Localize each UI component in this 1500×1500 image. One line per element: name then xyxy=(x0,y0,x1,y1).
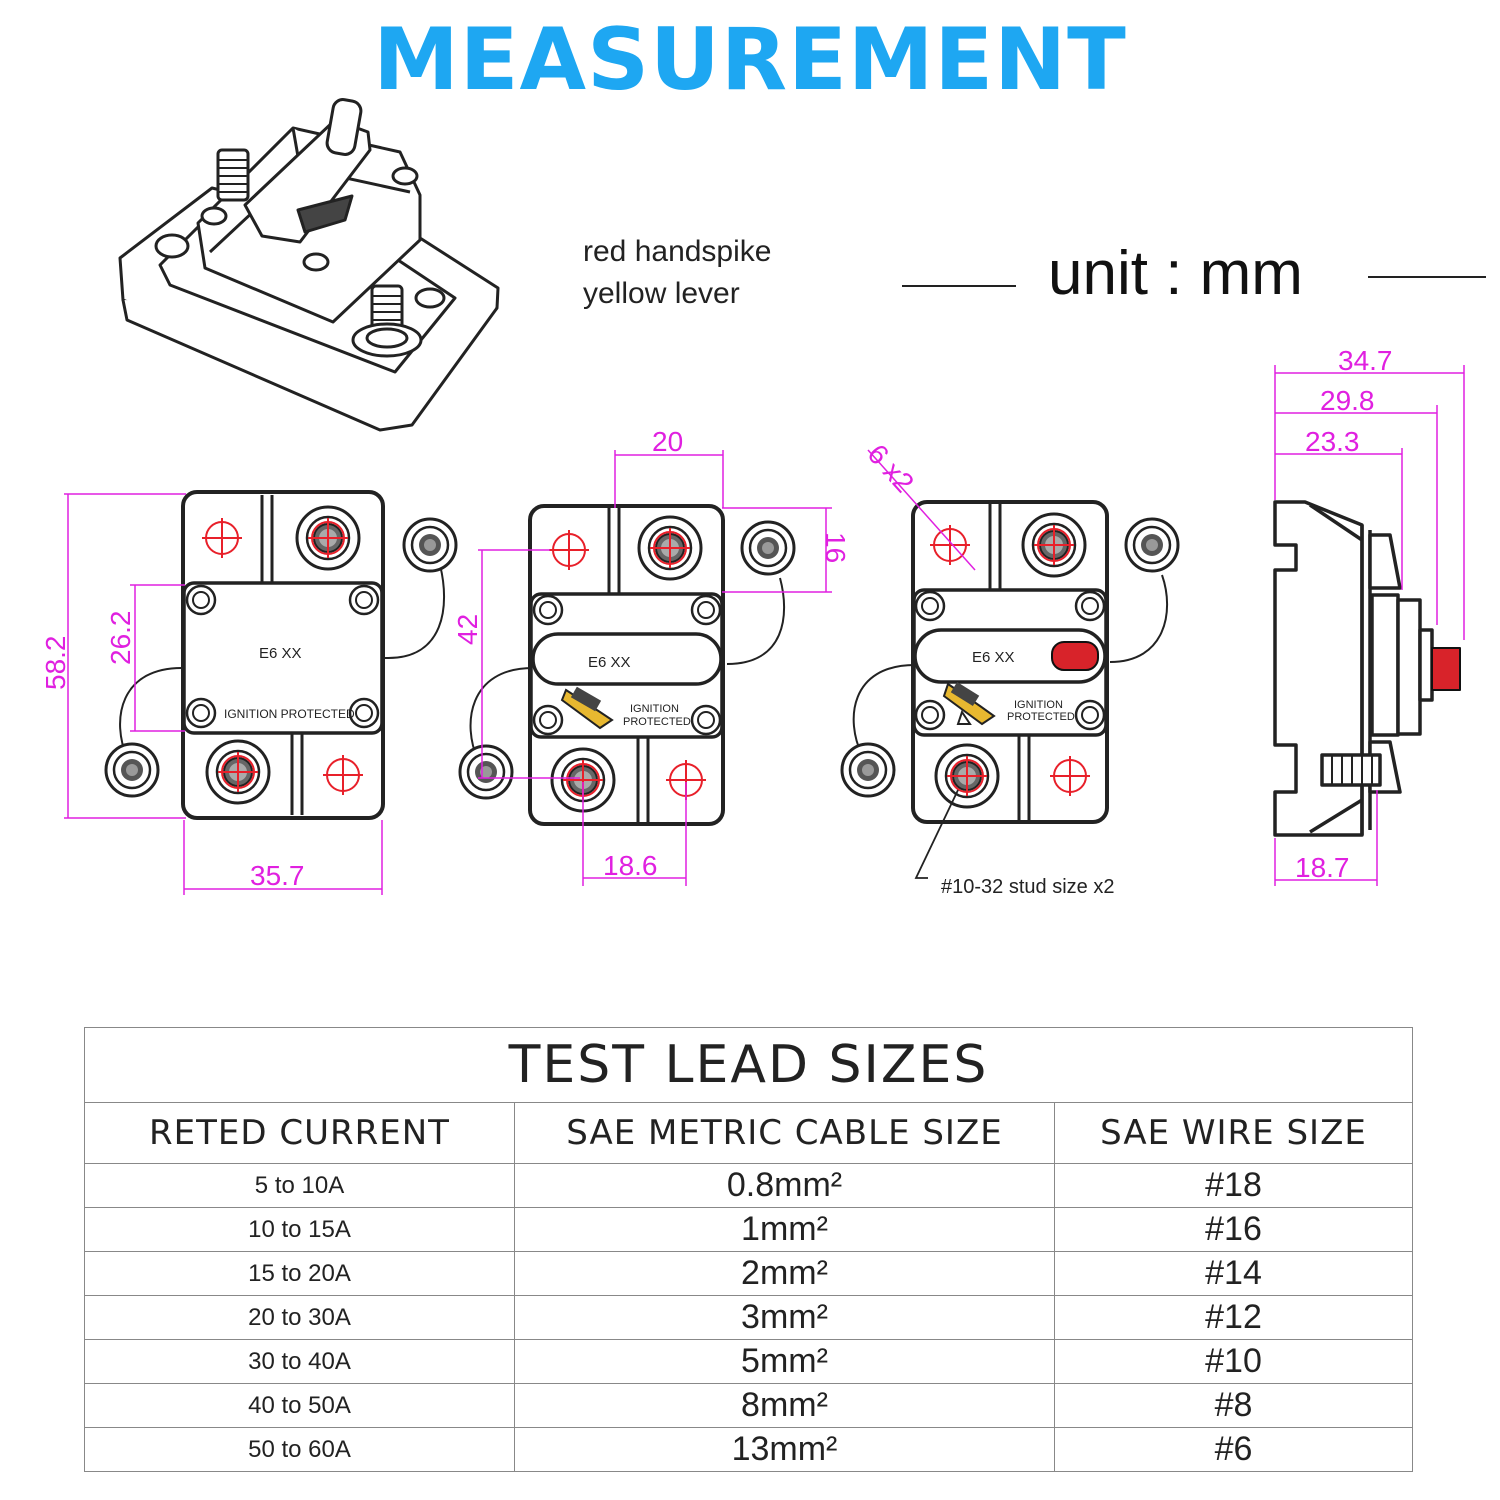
isometric-breaker-drawing xyxy=(118,98,500,432)
cell-cable: 3mm² xyxy=(514,1295,1055,1340)
table-row: 20 to 30A 3mm² #12 xyxy=(84,1295,1414,1340)
header-wire-size: SAE WIRE SIZE xyxy=(1053,1102,1414,1164)
dim-front-width: 35.7 xyxy=(250,860,305,891)
cell-wire: #10 xyxy=(1053,1339,1414,1384)
cap-icon xyxy=(402,517,458,573)
dim-stud-length: 18.7 xyxy=(1295,852,1350,883)
cap-icon xyxy=(104,742,160,798)
table-row: 40 to 50A 8mm² #8 xyxy=(84,1383,1414,1428)
cell-current: 50 to 60A xyxy=(84,1427,515,1472)
unit-label: unit : mm xyxy=(1048,239,1303,308)
front-view-reset: E6 XX IGNITION PROTECTED 6 x2 #10-32 stu… xyxy=(840,438,1180,898)
cell-wire: #18 xyxy=(1053,1163,1414,1208)
stud-callout: #10-32 stud size x2 xyxy=(941,876,1114,898)
page-title: MEASUREMENT xyxy=(373,10,1127,110)
table-row: 15 to 20A 2mm² #14 xyxy=(84,1251,1414,1296)
cell-current: 5 to 10A xyxy=(84,1163,515,1208)
table-row: 50 to 60A 13mm² #6 xyxy=(84,1427,1414,1472)
note-red-handspike: red handspike xyxy=(583,235,772,268)
table-row: 5 to 10A 0.8mm² #18 xyxy=(84,1163,1414,1208)
header-metric-cable-size: SAE METRIC CABLE SIZE xyxy=(514,1102,1055,1164)
dim-top-offset: 20 xyxy=(652,426,683,457)
red-reset-button-icon xyxy=(1051,641,1099,671)
protected-label: PROTECTED xyxy=(1007,711,1075,723)
dim-stud-spacing: 18.6 xyxy=(603,850,658,881)
unit-rule-left xyxy=(902,285,1016,287)
cap-icon xyxy=(740,520,796,576)
cell-wire: #12 xyxy=(1053,1295,1414,1340)
dim-depth-body: 23.3 xyxy=(1305,426,1360,457)
table-row: 10 to 15A 1mm² #16 xyxy=(84,1207,1414,1252)
model-label: E6 XX xyxy=(259,645,302,662)
dim-depth-mid: 29.8 xyxy=(1320,385,1375,416)
cell-cable: 5mm² xyxy=(514,1339,1055,1384)
protected-label: PROTECTED xyxy=(623,716,691,728)
cap-icon xyxy=(458,744,514,800)
cell-wire: #6 xyxy=(1053,1427,1414,1472)
cell-cable: 13mm² xyxy=(514,1427,1055,1472)
cap-icon xyxy=(840,742,896,798)
ignition-label: IGNITION xyxy=(1014,699,1063,711)
test-lead-sizes-table: TEST LEAD SIZES RETED CURRENT SAE METRIC… xyxy=(83,1027,1414,1472)
dim-depth-total: 34.7 xyxy=(1338,345,1393,376)
cell-current: 10 to 15A xyxy=(84,1207,515,1252)
red-handspike-icon xyxy=(1431,647,1461,691)
cell-current: 15 to 20A xyxy=(84,1251,515,1296)
dim-hole-size: 6 x2 xyxy=(862,438,920,498)
table-row: 30 to 40A 5mm² #10 xyxy=(84,1339,1414,1384)
model-label: E6 XX xyxy=(972,649,1015,666)
table-title: TEST LEAD SIZES xyxy=(83,1027,1414,1103)
dim-front-height: 58.2 xyxy=(40,636,71,691)
cell-cable: 1mm² xyxy=(514,1207,1055,1252)
header-rated-current: RETED CURRENT xyxy=(84,1102,515,1164)
side-view xyxy=(1273,365,1465,886)
cell-current: 30 to 40A xyxy=(84,1339,515,1384)
unit-rule-right xyxy=(1368,276,1486,278)
dim-front-inner: 26.2 xyxy=(105,611,136,666)
dim-side-offset: 16 xyxy=(820,532,851,563)
cap-icon xyxy=(1124,517,1180,573)
cell-wire: #14 xyxy=(1053,1251,1414,1296)
dim-hole-spacing: 42 xyxy=(452,614,483,645)
cell-cable: 0.8mm² xyxy=(514,1163,1055,1208)
ignition-label: IGNITION xyxy=(630,703,679,715)
cell-current: 20 to 30A xyxy=(84,1295,515,1340)
cell-current: 40 to 50A xyxy=(84,1383,515,1428)
cell-wire: #16 xyxy=(1053,1207,1414,1252)
cell-wire: #8 xyxy=(1053,1383,1414,1428)
drawing-canvas: E6 XX IGNITION PROTECTED 58.2 26.2 35.7 xyxy=(40,98,1465,898)
model-label: E6 XX xyxy=(588,654,631,671)
cell-cable: 8mm² xyxy=(514,1383,1055,1428)
front-view-lever: E6 XX IGNITION PROTECTED 20 16 42 18.6 xyxy=(452,426,851,886)
ignition-label: IGNITION PROTECTED xyxy=(224,707,355,721)
front-view-basic: E6 XX IGNITION PROTECTED 58.2 26.2 35.7 xyxy=(40,490,458,895)
cell-cable: 2mm² xyxy=(514,1251,1055,1296)
note-yellow-lever: yellow lever xyxy=(583,277,740,310)
